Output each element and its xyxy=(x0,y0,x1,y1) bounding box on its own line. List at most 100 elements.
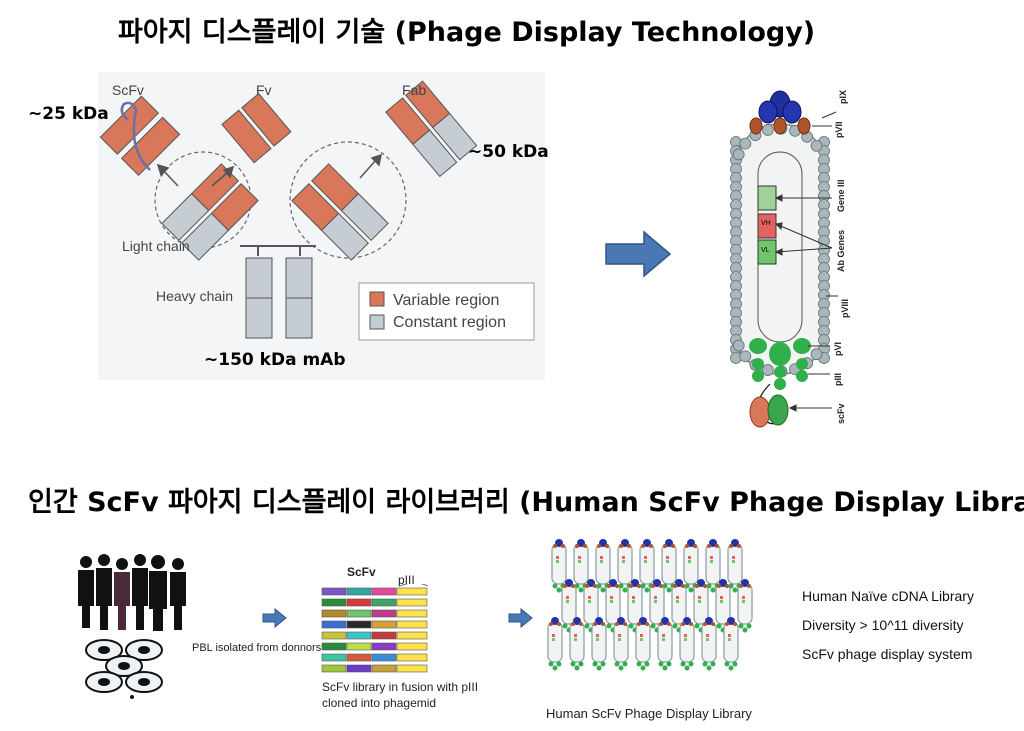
scfv-linker xyxy=(120,101,151,171)
library-bar-segment xyxy=(346,664,372,673)
pviii-bead xyxy=(732,148,745,161)
library-caption: Human ScFv Phage Display Library xyxy=(546,706,752,721)
legend-box xyxy=(358,282,535,341)
library-bar-segment xyxy=(321,598,347,607)
pviii-bead xyxy=(739,137,752,150)
pviii-bead xyxy=(739,350,752,363)
piii-protein xyxy=(769,342,791,366)
pix-label: pIX xyxy=(838,89,848,104)
library-bar-segment xyxy=(396,598,428,607)
light-chain-label: Light chain xyxy=(122,238,190,254)
left-arm xyxy=(161,163,259,261)
step-arrow-1-icon xyxy=(262,608,287,628)
scfv-label: ScFv xyxy=(112,82,144,98)
pbl-caption: PBL isolated from donnors xyxy=(192,642,322,654)
library-bar-segment xyxy=(396,653,428,662)
pviii-label: pVIII xyxy=(840,298,850,318)
mab-size-label: ~150 kDa mAb xyxy=(204,350,346,370)
person-icon xyxy=(96,554,112,630)
fc-region xyxy=(245,257,313,339)
library-bar-segment xyxy=(346,631,372,640)
pviii-bead xyxy=(761,364,774,376)
person-icon xyxy=(149,555,167,631)
fusion-caption-line1: ScFv library in fusion with pIII xyxy=(322,680,479,694)
donors-illustration xyxy=(78,554,186,631)
vh-label: VH xyxy=(761,220,771,227)
scfv-library-label: ScFv xyxy=(347,565,376,579)
vh-box xyxy=(757,213,777,239)
library-bar-segment xyxy=(396,664,428,673)
right-arm xyxy=(291,163,389,261)
library-bar-segment xyxy=(346,653,372,662)
pbl-cells-illustration xyxy=(85,639,163,699)
person-icon xyxy=(132,554,148,630)
mini-phage xyxy=(679,617,695,671)
scfv-library-bars xyxy=(321,584,429,673)
library-bar-segment xyxy=(321,653,347,662)
mini-phage xyxy=(613,617,629,671)
library-bar-segment xyxy=(321,609,347,618)
gene3-box xyxy=(757,185,777,211)
piii-bracket xyxy=(399,584,429,587)
legend-constant-swatch xyxy=(369,314,385,330)
library-bar-segment xyxy=(371,631,397,640)
person-icon xyxy=(114,558,130,630)
mini-phage xyxy=(705,539,721,593)
phage-scfv-red xyxy=(749,396,771,428)
phage-scfv-green xyxy=(767,394,789,426)
legend-variable-label: Variable region xyxy=(393,292,500,309)
library-bar-segment xyxy=(346,609,372,618)
mini-phage xyxy=(595,539,611,593)
scfv-fragment xyxy=(99,95,181,177)
library-bar-segment xyxy=(396,587,428,596)
library-bar-segment xyxy=(371,609,397,618)
pvii-label: pVII xyxy=(834,121,844,138)
library-bar-segment xyxy=(371,598,397,607)
pvii-protein xyxy=(749,117,763,135)
fv-label: Fv xyxy=(256,82,272,98)
pvi-label: pVI xyxy=(833,341,843,356)
library-bar-segment xyxy=(396,631,428,640)
person-icon xyxy=(78,556,94,628)
pviii-bead xyxy=(732,339,745,352)
mini-phage xyxy=(583,579,599,633)
transition-arrow-icon xyxy=(605,230,672,278)
library-bar-segment xyxy=(396,642,428,651)
legend-variable-swatch xyxy=(369,291,385,307)
library-bar-segment xyxy=(321,620,347,629)
fragment-arrows xyxy=(156,153,382,187)
scfv-size-label: ~25 kDa xyxy=(28,104,109,124)
bottom-title: 인간 ScFv 파아지 디스플레이 라이브러리 (Human ScFv Phag… xyxy=(28,487,1024,518)
person-icon xyxy=(170,558,186,630)
library-bar-segment xyxy=(321,664,347,673)
pviii-bead xyxy=(810,348,823,361)
library-bar-segment xyxy=(346,642,372,651)
top-title: 파아지 디스플레이 기술 (Phage Display Technology) xyxy=(118,17,816,48)
library-bar-segment xyxy=(371,664,397,673)
library-bar-segment xyxy=(371,653,397,662)
phage-scfv-label: scFv xyxy=(836,403,846,424)
fv-fragment xyxy=(221,92,292,164)
ab-genes-label: Ab Genes xyxy=(836,229,846,272)
vl-label: VL xyxy=(761,247,770,254)
pviii-bead xyxy=(761,124,774,136)
library-bar-segment xyxy=(371,642,397,651)
info-line-1: Human Naïve cDNA Library xyxy=(802,588,974,604)
mini-phage xyxy=(591,617,607,671)
mini-phage xyxy=(635,617,651,671)
fab-label: Fab xyxy=(402,82,427,98)
library-bar-segment xyxy=(396,620,428,629)
library-bar-segment xyxy=(346,587,372,596)
library-bar-segment xyxy=(346,620,372,629)
library-bar-segment xyxy=(371,587,397,596)
mini-phage xyxy=(701,617,717,671)
library-bar-segment xyxy=(321,587,347,596)
mini-phage xyxy=(723,617,739,671)
mini-phage xyxy=(569,617,585,671)
library-bar-segment xyxy=(396,609,428,618)
info-line-3: ScFv phage display system xyxy=(802,646,973,662)
fab-size-label: ~50 kDa xyxy=(468,142,549,162)
hinge-lines xyxy=(240,245,316,256)
mini-phage xyxy=(737,579,753,633)
